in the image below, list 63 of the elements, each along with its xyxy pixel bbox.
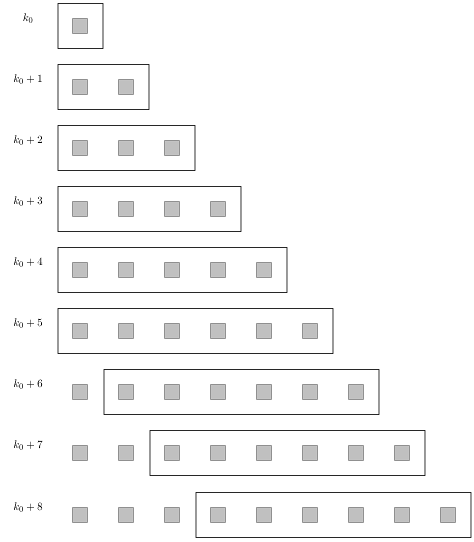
square <box>72 384 88 400</box>
row-label: $k_0+8$ <box>14 502 42 512</box>
square <box>118 507 134 523</box>
square <box>164 507 180 523</box>
square <box>72 79 88 95</box>
row-label: $k_0+7$ <box>14 440 42 450</box>
square <box>72 507 88 523</box>
square <box>72 201 88 217</box>
square <box>118 323 134 339</box>
row-label: $k_0+1$ <box>14 74 42 84</box>
row-label: $k_0+5$ <box>14 318 42 328</box>
square <box>394 445 410 461</box>
square <box>210 262 226 278</box>
square <box>394 507 410 523</box>
square <box>256 507 272 523</box>
square <box>302 507 318 523</box>
square <box>118 445 134 461</box>
square <box>164 445 180 461</box>
square <box>348 507 364 523</box>
square <box>348 384 364 400</box>
square <box>440 507 456 523</box>
square <box>302 445 318 461</box>
square <box>118 384 134 400</box>
square <box>256 384 272 400</box>
window-frame <box>196 492 472 538</box>
square <box>210 384 226 400</box>
square <box>118 201 134 217</box>
square <box>164 262 180 278</box>
square <box>256 262 272 278</box>
square <box>164 140 180 156</box>
row-label: $k_0+2$ <box>14 135 42 145</box>
square <box>118 140 134 156</box>
window-frame <box>58 247 288 293</box>
window-frame <box>58 64 150 110</box>
square <box>210 201 226 217</box>
window-frame <box>104 369 380 415</box>
window-frame <box>150 430 426 476</box>
square <box>302 323 318 339</box>
square <box>256 323 272 339</box>
square <box>302 384 318 400</box>
square <box>256 445 272 461</box>
square <box>118 262 134 278</box>
square <box>72 18 88 34</box>
square <box>164 201 180 217</box>
window-frame <box>58 308 334 354</box>
window-frame <box>58 125 196 171</box>
row-label: $k_0+6$ <box>14 379 42 389</box>
square <box>118 79 134 95</box>
window-frame <box>58 3 104 49</box>
row-label: $k_0+4$ <box>14 257 42 267</box>
square <box>72 262 88 278</box>
row-label: $k_0+3$ <box>14 196 42 206</box>
square <box>210 323 226 339</box>
square <box>210 507 226 523</box>
square <box>72 445 88 461</box>
row-label: $k_0$ <box>23 13 32 23</box>
square <box>72 323 88 339</box>
square <box>72 140 88 156</box>
square <box>164 323 180 339</box>
square <box>348 445 364 461</box>
square <box>210 445 226 461</box>
window-frame <box>58 186 242 232</box>
square <box>164 384 180 400</box>
